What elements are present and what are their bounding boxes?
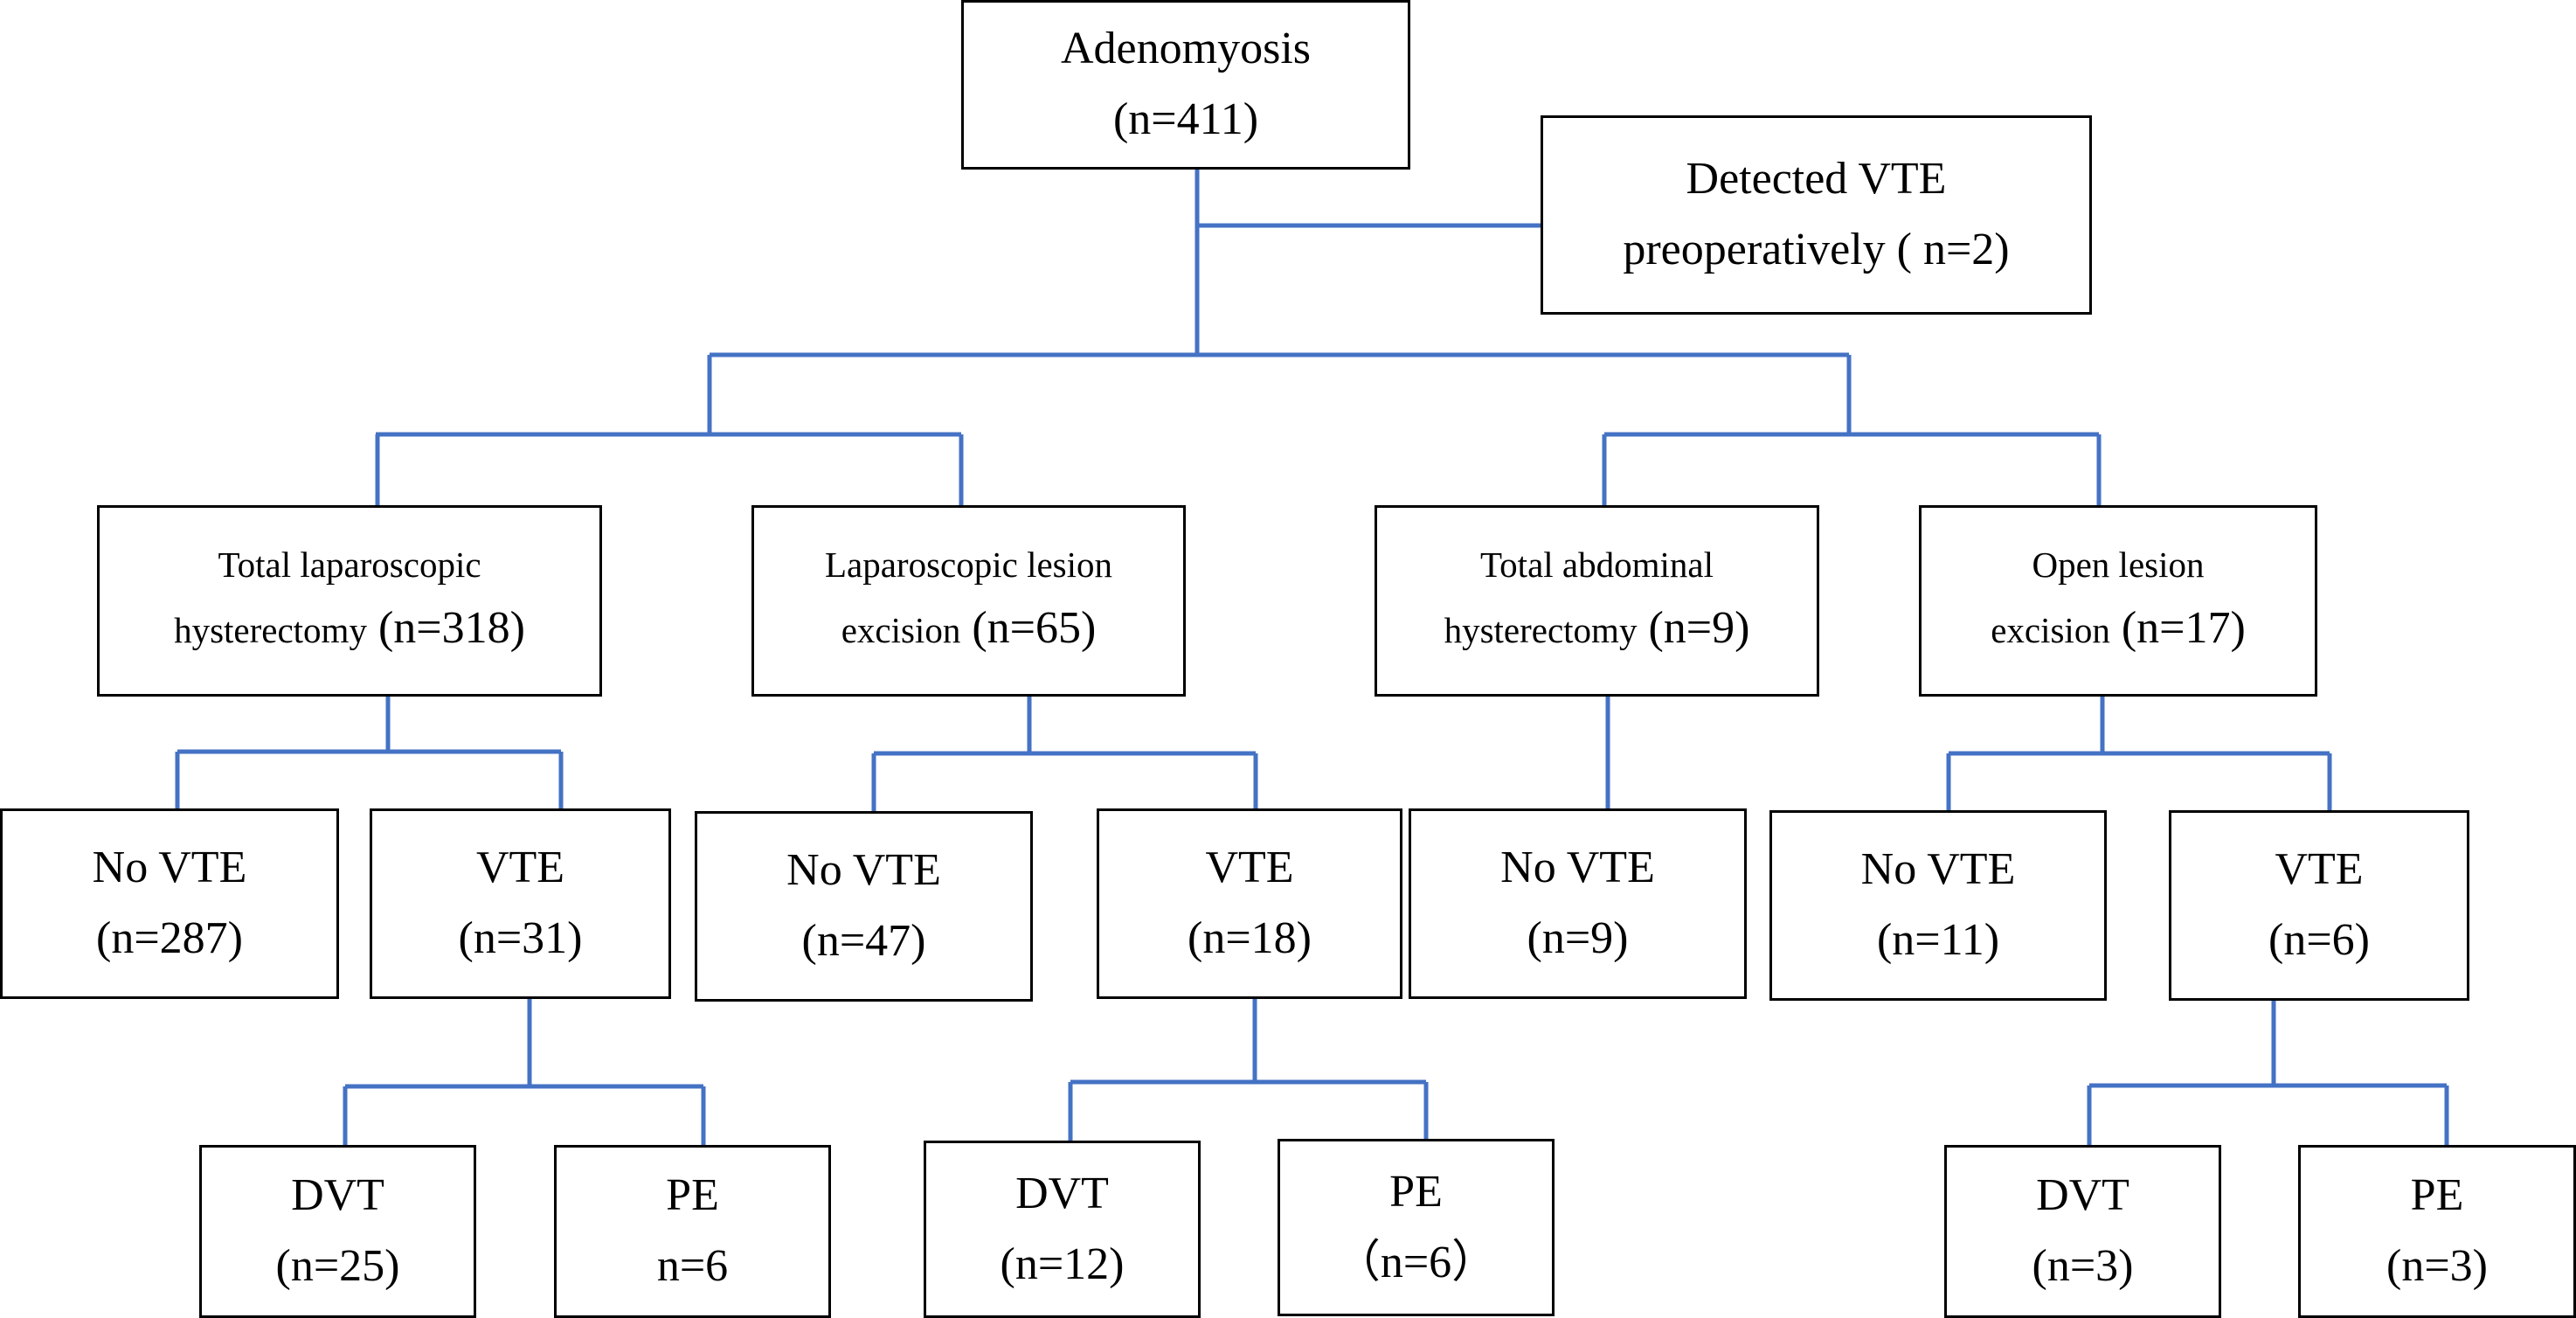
node-ole-vte: VTE (n=6) bbox=[2169, 810, 2469, 1001]
node-laparoscopic-lesion-excision: Laparoscopic lesion excision (n=65) bbox=[751, 505, 1186, 697]
node-total-laparoscopic-hysterectomy: Total laparoscopic hysterectomy (n=318) bbox=[97, 505, 602, 697]
node-ole-line2: excision (n=17) bbox=[1991, 593, 2246, 664]
node-lle-no-vte-count: (n=47) bbox=[801, 916, 926, 966]
node-ole-count: (n=17) bbox=[2109, 602, 2246, 653]
node-adenomyosis-title: Adenomyosis bbox=[1061, 24, 1311, 74]
node-tlh-dvt: DVT (n=25) bbox=[199, 1145, 476, 1318]
node-tah-no-vte-title: No VTE bbox=[1500, 843, 1655, 893]
node-ole-title: Open lesion bbox=[2032, 545, 2205, 586]
node-lle-dvt: DVT (n=12) bbox=[924, 1141, 1201, 1318]
node-ole-no-vte-title: No VTE bbox=[1860, 844, 2016, 895]
node-ole-vte-count: (n=6) bbox=[2268, 915, 2370, 965]
node-lle-dvt-title: DVT bbox=[1015, 1168, 1109, 1218]
node-lle-vte: VTE (n=18) bbox=[1097, 808, 1402, 999]
node-tah-no-vte: No VTE (n=9) bbox=[1409, 808, 1747, 999]
node-ole-pe-count: (n=3) bbox=[2386, 1241, 2488, 1291]
node-tlh-pe: PE n=6 bbox=[554, 1145, 831, 1318]
node-tlh-vte-title: VTE bbox=[475, 843, 565, 893]
node-ole-subtitle: excision bbox=[1991, 609, 2110, 650]
node-tah-title: Total abdominal bbox=[1480, 545, 1714, 586]
node-tlh-no-vte-count: (n=287) bbox=[96, 913, 243, 963]
node-tlh-line2: hysterectomy (n=318) bbox=[174, 593, 525, 664]
node-tah-count: (n=9) bbox=[1637, 602, 1750, 653]
node-detected-vte-preoperatively: Detected VTE preoperatively ( n=2) bbox=[1541, 115, 2092, 315]
node-ole-dvt: DVT (n=3) bbox=[1944, 1145, 2221, 1318]
node-ole-pe-title: PE bbox=[2410, 1170, 2464, 1221]
node-tlh-pe-title: PE bbox=[666, 1170, 719, 1221]
node-detected-vte-title: Detected VTE bbox=[1686, 154, 1947, 205]
node-tah-subtitle: hysterectomy bbox=[1444, 609, 1638, 650]
node-tlh-subtitle: hysterectomy bbox=[174, 609, 367, 650]
node-tlh-dvt-title: DVT bbox=[291, 1170, 384, 1221]
node-tlh-count: (n=318) bbox=[366, 602, 525, 653]
node-ole-vte-title: VTE bbox=[2275, 844, 2364, 895]
node-lle-vte-title: VTE bbox=[1205, 843, 1294, 893]
node-lle-pe-title: PE bbox=[1389, 1166, 1443, 1217]
node-adenomyosis: Adenomyosis (n=411) bbox=[961, 0, 1410, 170]
node-ole-no-vte: No VTE (n=11) bbox=[1769, 810, 2107, 1001]
node-total-abdominal-hysterectomy: Total abdominal hysterectomy (n=9) bbox=[1375, 505, 1819, 697]
node-open-lesion-excision: Open lesion excision (n=17) bbox=[1919, 505, 2317, 697]
node-ole-dvt-count: (n=3) bbox=[2032, 1241, 2134, 1291]
node-lle-pe: PE （n=6） bbox=[1278, 1139, 1555, 1316]
node-lle-subtitle: excision bbox=[841, 609, 961, 650]
node-ole-pe: PE (n=3) bbox=[2298, 1145, 2576, 1318]
node-lle-title: Laparoscopic lesion bbox=[824, 545, 1113, 586]
node-lle-no-vte: No VTE (n=47) bbox=[695, 811, 1033, 1002]
node-tlh-vte-count: (n=31) bbox=[458, 913, 583, 963]
node-lle-no-vte-title: No VTE bbox=[786, 845, 941, 896]
node-lle-line2: excision (n=65) bbox=[841, 593, 1097, 664]
node-tah-line2: hysterectomy (n=9) bbox=[1444, 593, 1750, 664]
node-detected-vte-count: preoperatively ( n=2) bbox=[1623, 225, 2010, 274]
node-tlh-pe-count: n=6 bbox=[656, 1241, 729, 1291]
node-tlh-vte: VTE (n=31) bbox=[370, 808, 671, 999]
node-lle-count: (n=65) bbox=[960, 602, 1097, 653]
node-tlh-no-vte: No VTE (n=287) bbox=[0, 808, 339, 999]
node-ole-dvt-title: DVT bbox=[2036, 1170, 2129, 1221]
node-lle-dvt-count: (n=12) bbox=[1000, 1238, 1125, 1289]
node-adenomyosis-count: (n=411) bbox=[1112, 94, 1259, 144]
node-lle-pe-count: （n=6） bbox=[1334, 1237, 1498, 1287]
node-tah-no-vte-count: (n=9) bbox=[1527, 913, 1629, 963]
node-tlh-title: Total laparoscopic bbox=[218, 545, 481, 586]
node-tlh-no-vte-title: No VTE bbox=[92, 843, 247, 893]
node-lle-vte-count: (n=18) bbox=[1188, 913, 1312, 963]
node-ole-no-vte-count: (n=11) bbox=[1876, 915, 2000, 965]
node-tlh-dvt-count: (n=25) bbox=[275, 1241, 400, 1291]
